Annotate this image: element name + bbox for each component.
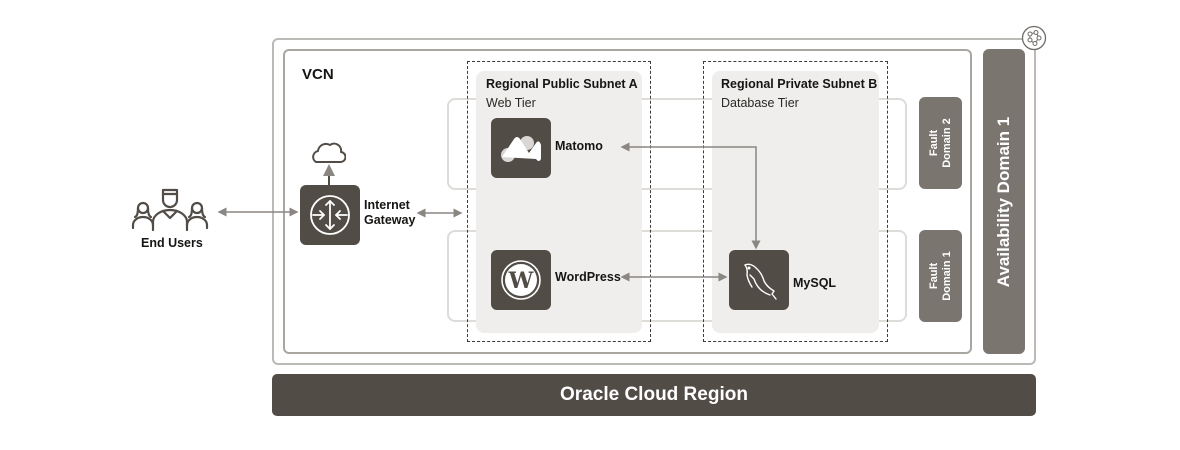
fault-domain-2-badge: Fault Domain 2 [919, 97, 962, 189]
internet-gateway-label: Internet Gateway [364, 198, 415, 228]
gateway-router-icon[interactable] [300, 185, 360, 245]
end-users-label: End Users [141, 236, 203, 250]
cloud-icon [310, 138, 347, 166]
matomo-label: Matomo [555, 139, 603, 153]
matomo-icon[interactable] [491, 118, 551, 178]
matomo-mysql-connector [620, 142, 761, 250]
public-subnet-subtitle: Web Tier [486, 96, 536, 110]
availability-domain-badge: Availability Domain 1 [983, 49, 1025, 354]
wordpress-icon[interactable]: W [491, 250, 551, 310]
network-nodes-icon [1021, 25, 1047, 51]
vcn-container [283, 49, 972, 354]
oracle-cloud-region-bar: Oracle Cloud Region [272, 374, 1036, 416]
gateway-label-line2: Gateway [364, 213, 416, 227]
mysql-dolphin-icon[interactable] [729, 250, 789, 310]
private-subnet-subtitle: Database Tier [721, 96, 799, 110]
public-subnet-title: Regional Public Subnet A [486, 77, 638, 91]
mysql-label: MySQL [793, 276, 837, 290]
region-label: Oracle Cloud Region [560, 384, 748, 405]
private-subnet-title: Regional Private Subnet B [721, 77, 878, 91]
vcn-label: VCN [302, 66, 334, 83]
svg-text:W: W [508, 268, 534, 294]
region-container [272, 38, 1036, 365]
wordpress-label: WordPress [555, 270, 621, 284]
gateway-label-line1: Internet [364, 198, 410, 212]
fault-domain-1-badge: Fault Domain 1 [919, 230, 962, 322]
users-group-icon [130, 186, 210, 232]
